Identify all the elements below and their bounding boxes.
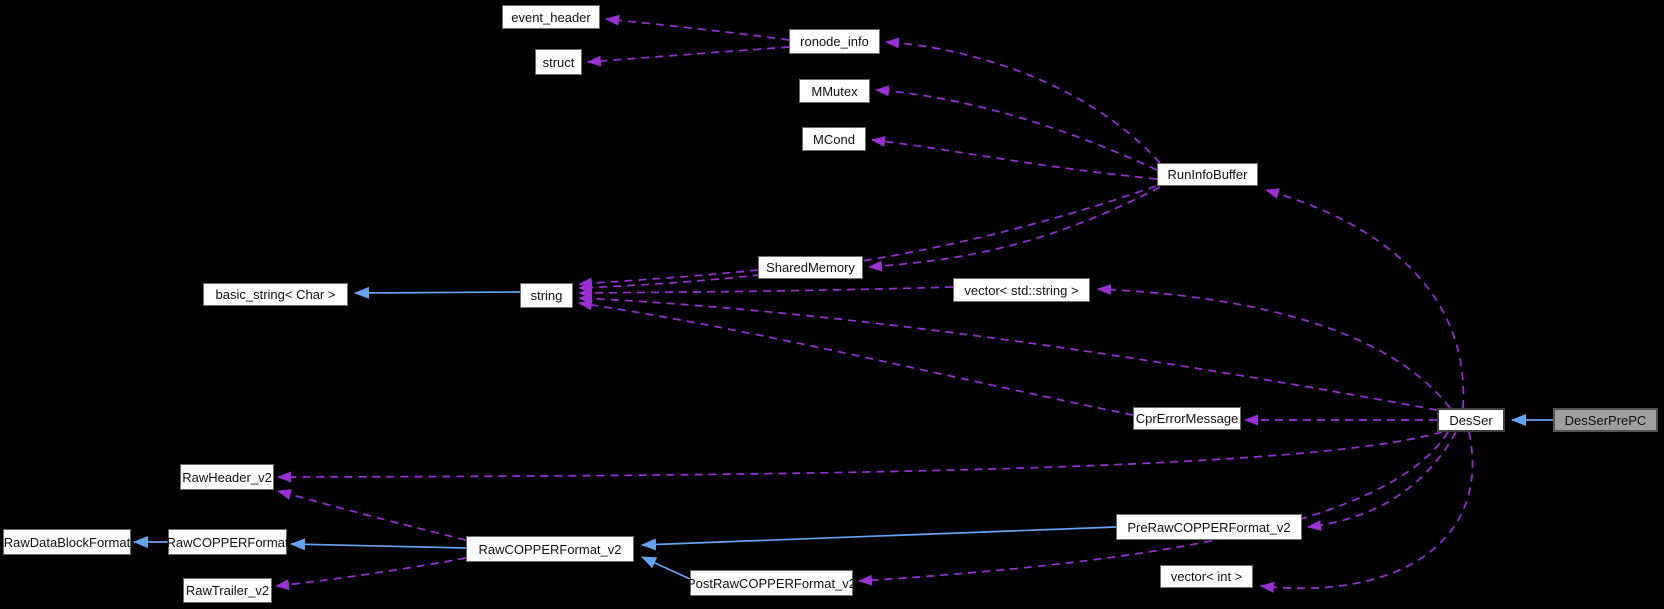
node-vector-int[interactable]: vector< int > — [1160, 565, 1253, 588]
node-string[interactable]: string — [520, 283, 573, 308]
edge-RunInfoBuffer-MMutex — [875, 85, 1158, 171]
node-rawheader-v2[interactable]: RawHeader_v2 — [180, 464, 274, 490]
edge-ronode_info-struct — [587, 46, 790, 67]
node-mmutex[interactable]: MMutex — [799, 79, 870, 103]
edge-RawCOPPERFormat_v2-RawTrailer_v2 — [275, 557, 467, 591]
edge-DesSer-RunInfoBuffer — [1265, 188, 1465, 409]
node-cprerrormessage[interactable]: CprErrorMessage — [1133, 407, 1241, 430]
edge-RawCOPPERFormat_v2-RawCOPPERFormat — [290, 538, 467, 551]
node-sharedmemory[interactable]: SharedMemory — [758, 256, 863, 279]
edge-RunInfoBuffer-ronode_info — [885, 37, 1161, 164]
edge-RunInfoBuffer-SharedMemory — [868, 186, 1161, 272]
edge-DesSer-PostRawCOPPERFormat_v2 — [858, 431, 1449, 586]
edge-PreRawCOPPERFormat_v2-RawCOPPERFormat_v2 — [641, 526, 1117, 551]
node-rawtrailer-v2[interactable]: RawTrailer_v2 — [183, 578, 272, 603]
node-rawcopperformat[interactable]: RawCOPPERFormat — [166, 529, 289, 555]
edge-CprErrorMessage-string — [578, 299, 1134, 416]
node-vector-std-string[interactable]: vector< std::string > — [953, 278, 1090, 302]
node-rawcopperformat-v2[interactable]: RawCOPPERFormat_v2 — [466, 536, 634, 562]
node-event-header[interactable]: event_header — [502, 5, 600, 29]
edge-PostRawCOPPERFormat_v2-RawCOPPERFormat_v2 — [641, 556, 691, 580]
edge-DesSer-PreRawCOPPERFormat_v2 — [1307, 431, 1457, 531]
edge-vector_string-string — [578, 286, 954, 299]
node-desserprepc: DesSerPrePC — [1553, 408, 1658, 432]
node-runinfobuffer[interactable]: RunInfoBuffer — [1157, 163, 1258, 186]
node-desser[interactable]: DesSer — [1437, 408, 1505, 432]
node-prerawcopperformat-v2[interactable]: PreRawCOPPERFormat_v2 — [1116, 514, 1302, 540]
edge-string-basic_string — [354, 286, 521, 299]
node-postrawcopperformat-v2[interactable]: PostRawCOPPERFormat_v2 — [687, 570, 856, 596]
edge-DesSer-RawHeader_v2 — [277, 431, 1443, 483]
edge-RawCOPPERFormat_v2-RawHeader_v2 — [277, 489, 467, 541]
edge-DesSer-vector_int — [1260, 431, 1474, 593]
edge-DesSer-string — [578, 293, 1438, 411]
node-ronode-info[interactable]: ronode_info — [789, 29, 880, 54]
edge-SharedMemory-string — [578, 269, 759, 289]
node-rawdatablockformat[interactable]: RawDataBlockFormat — [3, 529, 131, 555]
edge-ronode_info-event_header — [605, 14, 790, 41]
edge-DesSer-vector_string — [1097, 284, 1451, 409]
edge-RunInfoBuffer-MCond — [871, 135, 1158, 180]
node-struct[interactable]: struct — [535, 49, 582, 75]
node-basic-string[interactable]: basic_string< Char > — [203, 283, 348, 306]
node-mcond[interactable]: MCond — [802, 127, 866, 151]
edge-RunInfoBuffer-string — [578, 185, 1157, 293]
